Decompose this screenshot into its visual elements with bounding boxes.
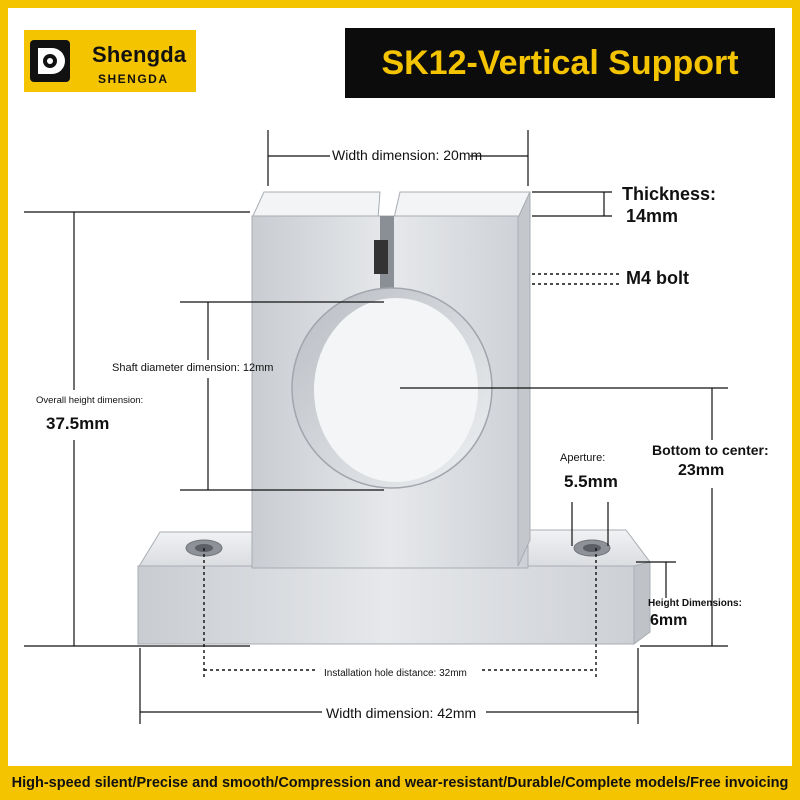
label-height-title: Height Dimensions: xyxy=(648,598,742,609)
shengda-logo-icon xyxy=(30,40,70,82)
title-banner: SK12-Vertical Support xyxy=(345,28,775,98)
label-shaft-diameter: Shaft diameter dimension: 12mm xyxy=(112,362,274,374)
label-hole-distance: Installation hole distance: 32mm xyxy=(324,668,467,679)
label-overall-value: 37.5mm xyxy=(46,414,110,433)
label-height-value: 6mm xyxy=(650,612,688,629)
page-title: SK12-Vertical Support xyxy=(381,44,739,82)
dimension-lines xyxy=(24,130,728,724)
label-center-value: 23mm xyxy=(678,462,725,479)
label-thickness-value: 14mm xyxy=(626,206,679,226)
label-bolt: M4 bolt xyxy=(626,268,689,288)
brand-subname: SHENGDA xyxy=(98,72,169,86)
label-width-bottom: Width dimension: 42mm xyxy=(326,705,477,721)
label-aperture-value: 5.5mm xyxy=(564,472,618,491)
support-block xyxy=(137,191,651,645)
label-aperture-title: Aperture: xyxy=(560,452,606,464)
label-width-top: Width dimension: 20mm xyxy=(332,147,483,163)
brand-name: Shengda xyxy=(92,42,187,67)
label-overall-title: Overall height dimension: xyxy=(36,395,144,406)
hole-centerlines xyxy=(203,273,622,680)
brand-logo: Shengda SHENGDA xyxy=(24,30,196,92)
label-thickness-title: Thickness: xyxy=(622,184,717,204)
feature-footer: High-speed silent/Precise and smooth/Com… xyxy=(11,775,789,791)
label-center-title: Bottom to center: xyxy=(652,442,769,458)
